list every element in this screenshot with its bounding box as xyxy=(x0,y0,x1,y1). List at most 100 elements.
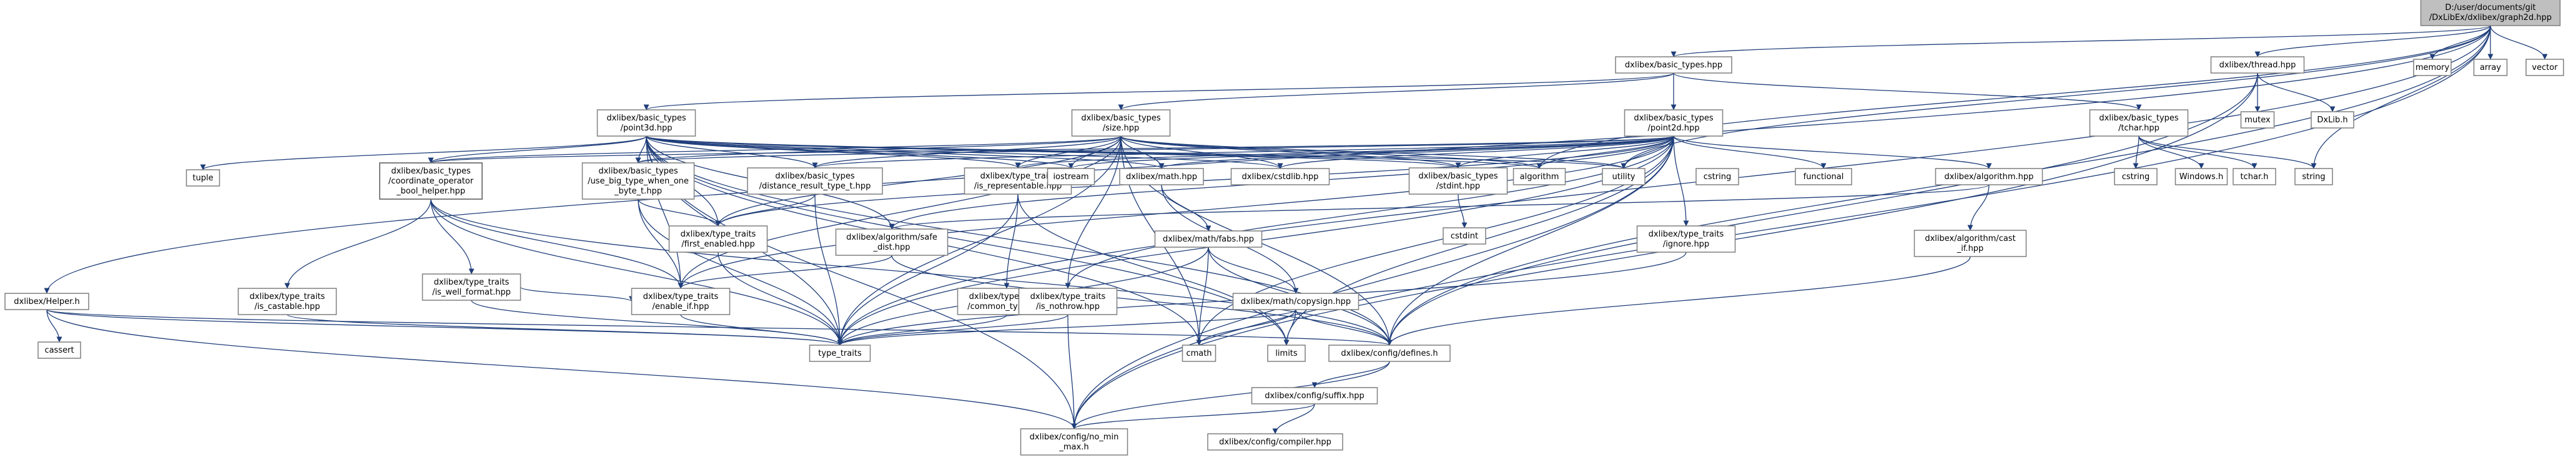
edge-line xyxy=(2311,25,2491,169)
edge-defines-to-suffix xyxy=(1311,361,1390,388)
node-no-min-max[interactable]: dxlibex/config/no_min_max.h xyxy=(1020,428,1128,456)
node-label-line: tuple xyxy=(192,174,213,183)
node-label-line: dxlibex/math.hpp xyxy=(1126,172,1197,182)
node-box xyxy=(1443,227,1486,245)
edge-size-to-stdint xyxy=(1120,135,1461,169)
edge-line xyxy=(1071,403,1315,429)
node-box xyxy=(581,162,695,200)
edge-algo_hpp-to-cast_if xyxy=(1967,184,1990,231)
edge-line xyxy=(1118,72,1674,110)
edge-line xyxy=(2490,25,2548,60)
node-label-line: dxlibex/basic_types.hpp xyxy=(1625,61,1722,70)
edge-point3d-to-coord_op xyxy=(428,135,647,164)
node-suffix[interactable]: dxlibex/config/suffix.hpp xyxy=(1251,387,1378,404)
node-box xyxy=(596,109,696,137)
node-box xyxy=(37,341,81,359)
node-basic-types[interactable]: dxlibex/basic_types.hpp xyxy=(1615,56,1732,74)
node-label-line: dxlibex/basic_types xyxy=(606,114,686,123)
node-is-nothrow[interactable]: dxlibex/type_traits/is_nothrow.hpp xyxy=(1018,288,1118,315)
node-is-castable[interactable]: dxlibex/type_traits/is_castable.hpp xyxy=(237,288,337,315)
edge-root-to-vector xyxy=(2490,25,2548,60)
edge-line xyxy=(1196,135,1674,346)
edge-line xyxy=(1621,25,2491,169)
edge-line xyxy=(1967,184,1990,231)
node-label-line: /stdint.hpp xyxy=(1436,182,1480,191)
node-use-big[interactable]: dxlibex/basic_types/use_big_type_when_on… xyxy=(581,162,695,200)
edge-line xyxy=(430,198,843,346)
node-compiler[interactable]: dxlibex/config/compiler.hpp xyxy=(1207,433,1343,451)
node-box xyxy=(2240,111,2275,129)
node-point2d[interactable]: dxlibex/basic_types/point2d.hpp xyxy=(1624,109,1724,137)
edge-line xyxy=(430,198,475,275)
edge-line xyxy=(837,309,1296,346)
edge-root-to-utility xyxy=(1621,25,2491,169)
node-point3d[interactable]: dxlibex/basic_types/point3d.hpp xyxy=(596,109,696,137)
edge-size-to-use_big xyxy=(635,135,1122,164)
node-first-enabled[interactable]: dxlibex/type_traits/first_enabled.hpp xyxy=(668,225,768,253)
node-algo-hpp[interactable]: dxlibex/algorithm.hpp xyxy=(1935,168,2043,185)
node-label-line: dxlibex/type_traits xyxy=(1649,230,1724,239)
edge-is_repr-to-limits xyxy=(1017,193,1290,346)
edge-line xyxy=(44,25,2491,294)
node-type-traits-std: type_traits xyxy=(809,345,871,362)
node-distance[interactable]: dxlibex/basic_types/distance_result_type… xyxy=(747,167,883,195)
node-label-line: dxlibex/basic_types xyxy=(598,167,678,176)
edge-root-to-type_traits_std xyxy=(837,25,2491,346)
node-box xyxy=(1018,288,1118,315)
edge-line xyxy=(1311,361,1390,388)
node-windows: Windows.h xyxy=(2174,168,2228,185)
node-helper[interactable]: dxlibex/Helper.h xyxy=(4,293,89,310)
node-cassert: cassert xyxy=(37,341,81,359)
node-thread[interactable]: dxlibex/thread.hpp xyxy=(2210,56,2305,74)
edge-line xyxy=(46,309,843,346)
node-label-line: /ignore.hpp xyxy=(1663,240,1709,249)
node-safe-dist[interactable]: dxlibex/algorithm/safe_dist.hpp xyxy=(835,228,949,256)
node-label-line: dxlibex/type_traits xyxy=(980,172,1056,181)
node-root[interactable]: D:/user/documents/git/DxLibEx/dxlibex/gr… xyxy=(2420,0,2561,26)
node-ignore[interactable]: dxlibex/type_traits/ignore.hpp xyxy=(1636,225,1736,253)
node-label-line: dxlibex/thread.hpp xyxy=(2219,61,2296,70)
node-tchar[interactable]: dxlibex/basic_types/tchar.hpp xyxy=(2089,109,2189,137)
edge-line xyxy=(1071,25,2491,429)
node-copysign[interactable]: dxlibex/math/copysign.hpp xyxy=(1232,293,1360,310)
edge-line xyxy=(1067,314,1077,429)
node-stdint[interactable]: dxlibex/basic_types/stdint.hpp xyxy=(1408,167,1508,195)
edge-is_nothrow-to-no_min_max xyxy=(1067,314,1077,429)
edge-line xyxy=(837,25,2491,346)
edge-line xyxy=(1071,361,1390,429)
edge-safe_dist-to-enable_if xyxy=(678,255,892,289)
edge-line xyxy=(1386,72,2258,346)
node-is-well[interactable]: dxlibex/type_traits/is_well_format.hpp xyxy=(422,273,521,301)
node-defines[interactable]: dxlibex/config/defines.h xyxy=(1328,345,1451,362)
edge-line xyxy=(889,184,1990,230)
node-cstdlib[interactable]: dxlibex/cstdlib.hpp xyxy=(1230,168,1330,185)
edge-copysign-to-defines xyxy=(1295,309,1393,346)
edge-line xyxy=(520,286,634,302)
node-box xyxy=(1207,433,1343,451)
node-box xyxy=(1232,293,1360,310)
node-box xyxy=(1636,225,1736,253)
edge-line xyxy=(715,135,1122,227)
edge-line xyxy=(1536,135,1674,169)
node-mathfabs[interactable]: dxlibex/math/fabs.hpp xyxy=(1154,230,1263,248)
node-box xyxy=(1071,109,1171,137)
node-box xyxy=(1935,168,2043,185)
node-cast-if[interactable]: dxlibex/algorithm/cast_if.hpp xyxy=(1913,230,2027,257)
edge-line xyxy=(1196,247,1209,346)
node-array: array xyxy=(2473,59,2508,76)
node-math[interactable]: dxlibex/math.hpp xyxy=(1119,168,1204,185)
node-coord-op[interactable]: dxlibex/basic_types/coordinate_operator_… xyxy=(379,162,483,200)
node-enable-if[interactable]: dxlibex/type_traits/enable_if.hpp xyxy=(631,288,731,315)
node-size[interactable]: dxlibex/basic_types/size.hpp xyxy=(1071,109,1171,137)
edge-line xyxy=(638,198,721,227)
edge-enable_if-to-type_traits_std xyxy=(680,314,843,346)
edge-line xyxy=(2257,72,2336,112)
edge-is_repr-to-type_traits_std xyxy=(837,193,1019,346)
edge-suffix-to-compiler xyxy=(1272,403,1315,434)
node-label-line: dxlibex/type_traits xyxy=(250,292,325,301)
node-label-line: /enable_if.hpp xyxy=(652,302,709,311)
edge-is_repr-to-common_type xyxy=(1004,193,1019,289)
node-label-line: limits xyxy=(1275,349,1298,358)
edge-root-to-basic_types xyxy=(1670,25,2491,57)
edge-line xyxy=(837,314,1007,346)
